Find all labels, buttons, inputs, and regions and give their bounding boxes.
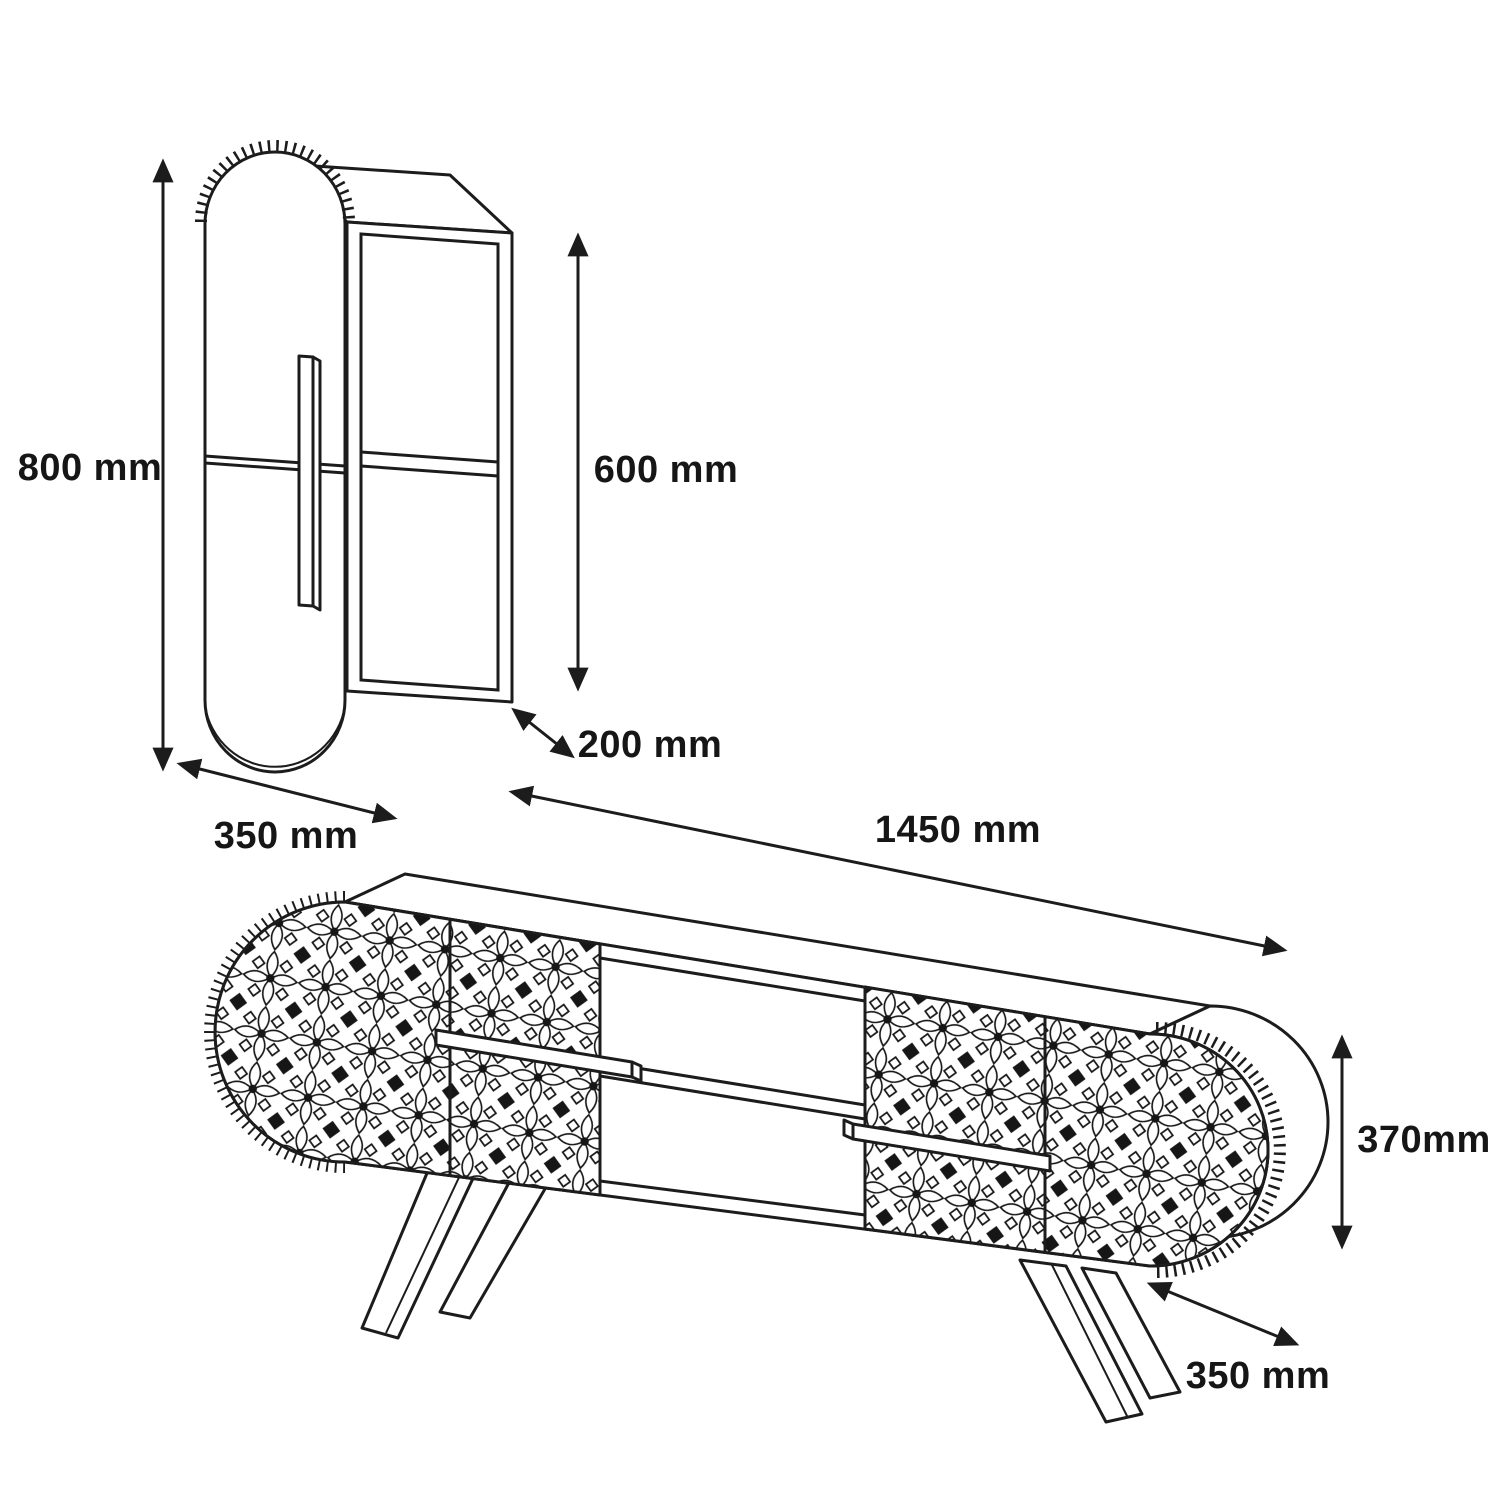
cabinet-door-split xyxy=(204,454,346,475)
tv-stand-leg-front-right-edge xyxy=(1051,1264,1129,1419)
dim-label-cabinet-width: 350 mm xyxy=(214,815,359,857)
tv-stand-shelf-underside xyxy=(599,1074,866,1121)
dim-label-tv-stand-height: 370mm xyxy=(1357,1119,1490,1161)
cabinet-shelf xyxy=(360,450,499,478)
dim-arrow-cabinet-width xyxy=(176,758,398,824)
tv-stand-interior-top-edge xyxy=(599,956,866,1003)
tv-stand-left-cap-hatch xyxy=(204,891,346,1173)
cabinet-door-handle-side xyxy=(311,355,322,612)
tv-stand-right-door xyxy=(863,985,1270,1268)
tv-stand-drawing xyxy=(204,872,1330,1424)
cabinet-door-edge-hatch xyxy=(195,140,355,223)
tv-stand-leg-front-right xyxy=(1018,1258,1144,1424)
dim-label-cabinet-height: 800 mm xyxy=(18,447,163,489)
cabinet-door-handle xyxy=(297,354,315,608)
tv-stand-shelf-front xyxy=(599,1060,866,1107)
cabinet-front-face xyxy=(345,220,514,704)
cabinet-opening xyxy=(359,232,500,692)
dim-label-shelf-unit-height: 600 mm xyxy=(594,449,739,491)
tv-stand-leg-front-left-edge xyxy=(385,1170,463,1334)
dim-label-tv-stand-depth: 350 mm xyxy=(1186,1355,1331,1397)
dim-arrow-cabinet-depth xyxy=(511,707,575,759)
dim-arrow-tv-stand-length xyxy=(508,785,1288,957)
dim-label-cabinet-depth: 200 mm xyxy=(578,724,723,766)
dim-label-tv-stand-length: 1450 mm xyxy=(875,809,1041,851)
wall-cabinet-drawing xyxy=(195,140,514,774)
tv-stand-left-door xyxy=(213,900,602,1197)
tv-stand-left-handle-end xyxy=(630,1060,643,1083)
dimension-annotations: 800 mm 600 mm 200 mm 350 mm 1450 mm 370m… xyxy=(18,158,1490,1397)
tv-stand-right-handle-end xyxy=(842,1118,855,1141)
dim-arrow-tv-stand-depth xyxy=(1146,1281,1300,1347)
tv-stand-interior-bottom-edge xyxy=(599,1179,866,1217)
tv-stand-leg-back-right xyxy=(1080,1266,1182,1400)
